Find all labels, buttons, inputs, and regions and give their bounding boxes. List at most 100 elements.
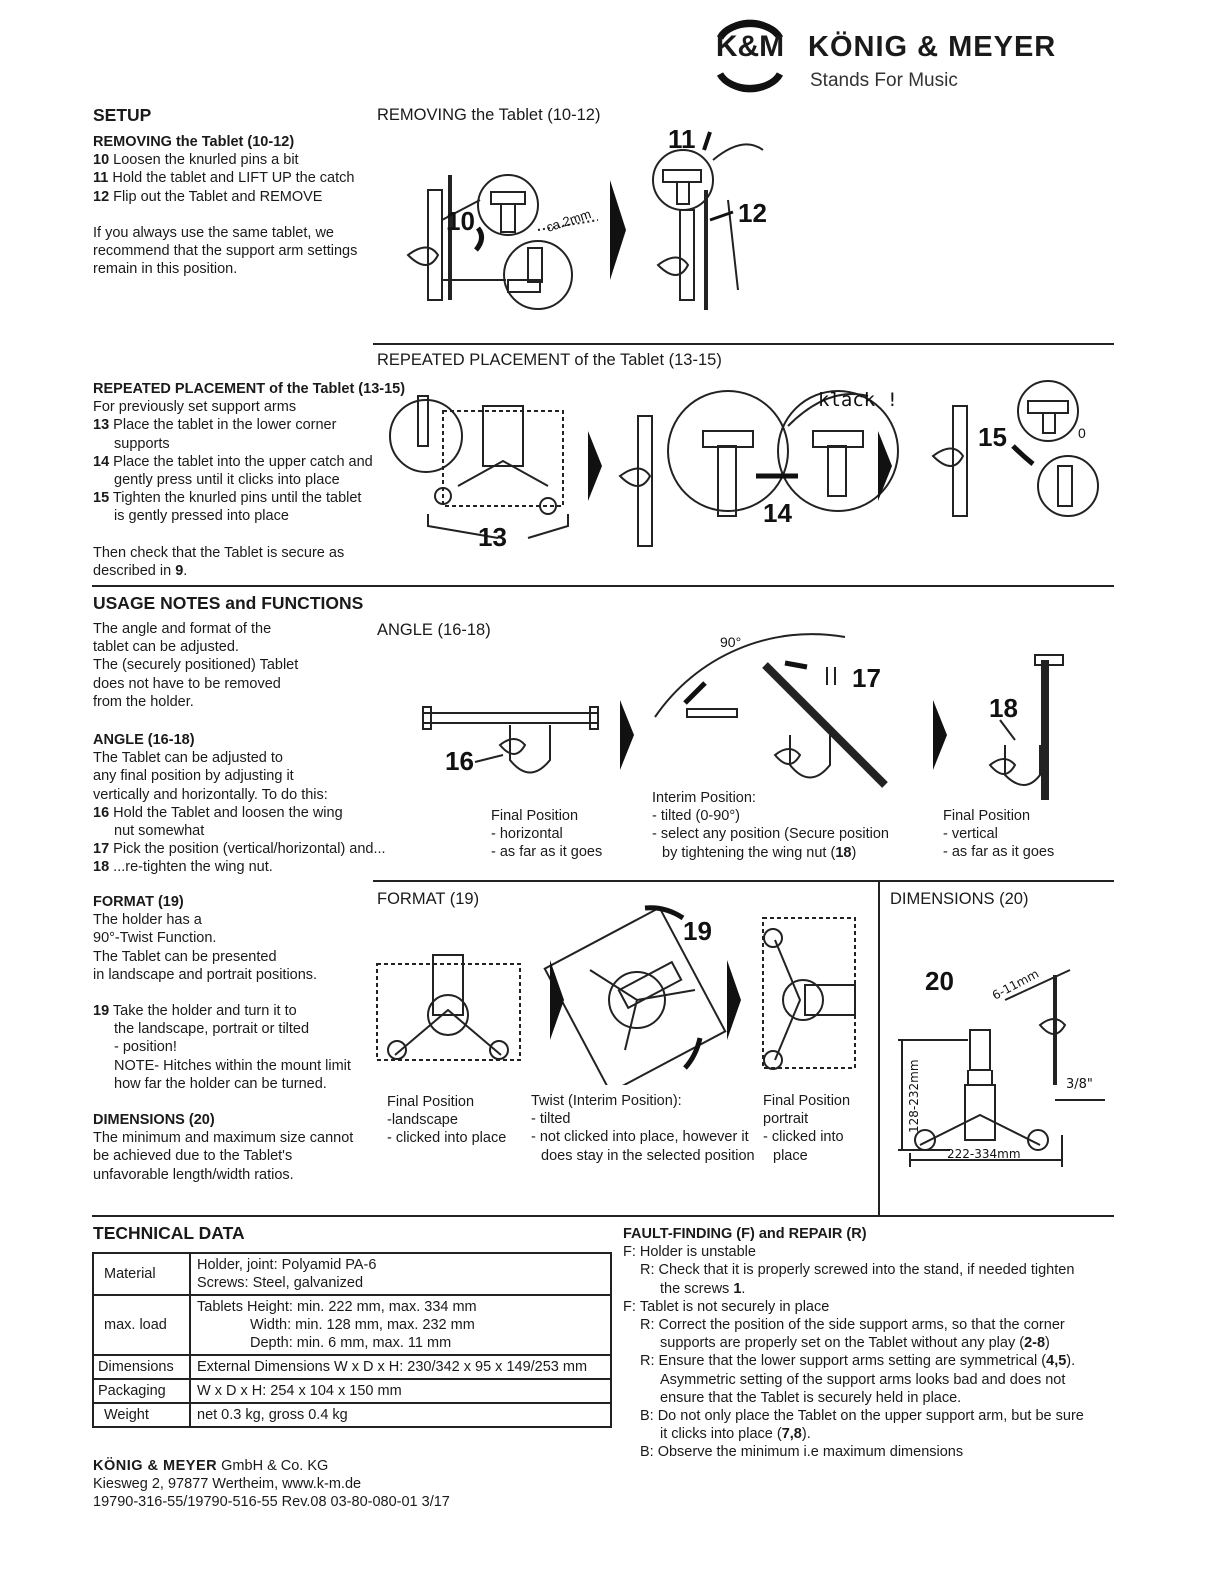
fault-prefix: R: (640, 1317, 655, 1334)
next-step-arrow-icon (933, 700, 947, 770)
fig-label-17: 17 (852, 663, 881, 693)
fault-heading: FAULT-FINDING (F) and REPAIR (R) (623, 1226, 867, 1242)
format-illustration: 19 (376, 905, 856, 1094)
table-row: Dimensions External Dimensions W x D x H… (92, 1354, 612, 1380)
fault-item: F:Tablet is not securely in place (623, 1298, 1118, 1316)
step-17: 17 Pick the position (vertical/horizonta… (93, 841, 386, 858)
fault-item: R:Ensure that the lower support arms set… (623, 1352, 1118, 1370)
next-step-arrow-icon (727, 960, 741, 1040)
fault-text: Asymmetric setting of the support arms l… (660, 1371, 1066, 1388)
fault-item: F:Holder is unstable (623, 1243, 1118, 1261)
fault-prefix: B: (640, 1444, 654, 1461)
tighten-arrow-icon (1011, 444, 1035, 466)
fig-label-deg: 90° (720, 634, 741, 650)
fault-item: it clicks into place (7,8). (623, 1425, 1118, 1443)
row-label: Weight (92, 1402, 191, 1428)
placement-figure-title: REPEATED PLACEMENT of the Tablet (13-15) (377, 351, 722, 369)
brand-name: KÖNIG & MEYER (808, 31, 1057, 63)
table-row: max. load Tablets Height: min. 222 mm, m… (92, 1294, 612, 1356)
fault-item: supports are properly set on the Tablet … (623, 1334, 1118, 1352)
usage-heading: USAGE NOTES and FUNCTIONS (93, 593, 364, 613)
removing-illustration: 10 ca.2mm 11 12 (406, 124, 767, 310)
fault-ref: 2-8 (1024, 1335, 1046, 1352)
step-18: 18 ...re-tighten the wing nut. (93, 859, 273, 876)
fault-text-end: ). (1066, 1353, 1076, 1370)
fault-section: FAULT-FINDING (F) and REPAIR (R) F:Holde… (623, 1225, 1118, 1462)
twist-arrow-icon (644, 905, 703, 1070)
table-row: Weight net 0.3 kg, gross 0.4 kg (92, 1402, 612, 1428)
fault-text: Check that it is properly screwed into t… (658, 1262, 1075, 1279)
placement-figure: 13 14 15 klack ! 0 (388, 376, 1113, 556)
row-value: W x D x H: 254 x 104 x 150 mm (189, 1378, 612, 1404)
rotate-arrow-icon (474, 226, 484, 252)
placement-intro: For previously set support arms (93, 399, 297, 416)
check-note: Then check that the Tablet is secure as (93, 544, 345, 561)
fault-prefix: B: (640, 1408, 654, 1425)
km-emblem-icon (716, 19, 784, 93)
removing-note-line: remain in this position. (93, 261, 238, 278)
dim-thread: 3/8" (1066, 1077, 1093, 1092)
step-14: 14 Place the tablet into the upper catch… (93, 453, 373, 470)
fault-text: it clicks into place ( (660, 1426, 782, 1443)
caption-landscape: Final Position -landscape - clicked into… (387, 1094, 507, 1147)
dimensions-figure-title: DIMENSIONS (20) (890, 890, 1029, 908)
removing-note-line: If you always use the same tablet, we (93, 224, 334, 241)
table-row: Material Holder, joint: Polyamid PA-6 Sc… (92, 1252, 612, 1296)
footer-address: Kiesweg 2, 97877 Wertheim, www.k-m.de (93, 1476, 362, 1493)
format-figure: 19 (375, 900, 865, 1094)
fault-item: the screws 1. (623, 1280, 1118, 1298)
fault-text: Tablet is not securely in place (639, 1298, 830, 1315)
fault-prefix: F: (623, 1244, 636, 1261)
fig-label-13: 13 (478, 522, 507, 552)
removing-figure-title: REMOVING the Tablet (10-12) (377, 106, 601, 124)
dim-height: 128-232mm (907, 1059, 921, 1133)
fault-text: supports are properly set on the Tablet … (660, 1335, 1025, 1352)
fig-label-zero: 0 (1078, 425, 1086, 441)
technical-table: Material Holder, joint: Polyamid PA-6 Sc… (92, 1252, 612, 1428)
usage-intro: The angle and format of the tablet can b… (93, 621, 386, 876)
row-label: Dimensions (92, 1354, 191, 1380)
step-13: 13 Place the tablet in the lower corner (93, 417, 337, 434)
fig-label-12: 12 (738, 198, 767, 228)
table-row: Packaging W x D x H: 254 x 104 x 150 mm (92, 1378, 612, 1404)
fault-item: Asymmetric setting of the support arms l… (623, 1371, 1118, 1389)
row-label: Material (92, 1252, 191, 1296)
removing-figure: 10 ca.2mm 11 12 (388, 120, 788, 320)
section-divider (92, 1215, 1114, 1217)
fault-item: R:Correct the position of the side suppo… (623, 1316, 1118, 1334)
format-text: FORMAT (19) The holder has a 90°-Twist F… (93, 893, 373, 1184)
angle-figure-title: ANGLE (16-18) (377, 621, 491, 639)
row-value: Tablets Height: min. 222 mm, max. 334 mm… (189, 1294, 612, 1356)
placement-title: REPEATED PLACEMENT of the Tablet (13-15) (93, 381, 406, 397)
dim-depth: 6-11mm (990, 967, 1041, 1003)
fault-text-end: ) (1045, 1335, 1050, 1352)
section-divider (373, 880, 1114, 882)
fault-item: B:Do not only place the Tablet on the up… (623, 1407, 1118, 1425)
fault-text: Do not only place the Tablet on the uppe… (657, 1408, 1084, 1425)
brand-logo: K&M KÖNIG & MEYER Stands For Music (700, 16, 1120, 98)
fig-label-19: 19 (683, 916, 712, 946)
fault-prefix: R: (640, 1262, 655, 1279)
step-15: 15 Tighten the knurled pins until the ta… (93, 490, 362, 507)
fig-label-18: 18 (989, 693, 1018, 723)
logo-short: K&M (715, 30, 785, 63)
fault-prefix: R: (640, 1353, 655, 1370)
row-label: Packaging (92, 1378, 191, 1404)
row-label: max. load (92, 1294, 191, 1356)
row-value: Holder, joint: Polyamid PA-6 Screws: Ste… (189, 1252, 612, 1296)
technical-heading: TECHNICAL DATA (93, 1223, 245, 1243)
check-note-line2: described in 9. (93, 562, 188, 579)
step-12: 12 Flip out the Tablet and REMOVE (93, 188, 323, 205)
dim-width: 222-334mm (947, 1147, 1021, 1161)
step-10: 10 Loosen the knurled pins a bit (93, 152, 299, 169)
brand-tagline: Stands For Music (810, 70, 958, 91)
next-step-arrow-icon (620, 700, 634, 770)
removing-text: REMOVING the Tablet (10-12) 10 Loosen th… (93, 133, 383, 278)
footer: KÖNIG & MEYER GmbH & Co. KG Kiesweg 2, 9… (93, 1457, 513, 1512)
next-step-arrow-icon (550, 960, 564, 1040)
fault-item: R:Check that it is properly screwed into… (623, 1261, 1118, 1279)
section-divider (373, 343, 1114, 345)
fault-text: Holder is unstable (639, 1244, 756, 1261)
step-19: 19 Take the holder and turn it to (93, 1003, 297, 1020)
dimensions-illustration: 20 6-11mm 128-232mm 222-334mm 3/8" (898, 966, 1105, 1167)
